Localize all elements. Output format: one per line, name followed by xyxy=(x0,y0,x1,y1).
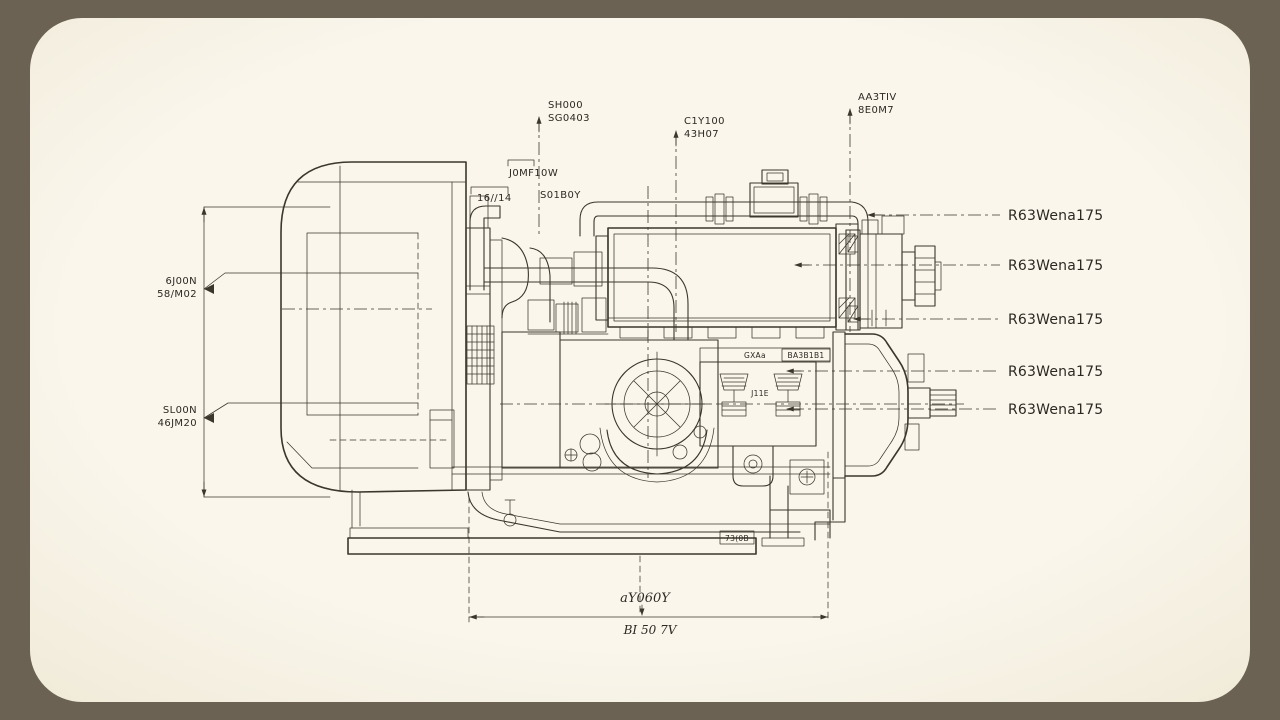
part-labels: GXAa BA3B1B1 J11E 73(0B xyxy=(725,348,831,543)
pipe-callouts: J0MF10W 16//14 S01B0Y xyxy=(470,159,581,204)
engine-drawing xyxy=(280,161,964,555)
part-label-plate: BA3B1B1 xyxy=(788,351,825,360)
callout-c-line1: AA3TIV xyxy=(858,92,897,103)
adapter-plate xyxy=(465,195,503,491)
right-callout-1-label: R63Wena175 xyxy=(1008,208,1103,224)
starter-cylinder xyxy=(845,215,942,331)
right-callout-5: R63Wena175 xyxy=(786,402,1103,418)
part-label-base: 73(0B xyxy=(725,534,749,543)
callout-b: C1Y100 43H07 xyxy=(673,116,725,332)
callout-c: AA3TIV 8E0M7 xyxy=(847,92,897,332)
left-dim-1-line2: 58/M02 xyxy=(157,289,197,300)
part-label-gxa: GXAa xyxy=(744,351,766,360)
left-dim-2-line1: SL00N xyxy=(163,405,197,416)
valve-assembly xyxy=(749,169,799,218)
dimension-bottom: aY060Y BI 50 7V xyxy=(468,451,829,637)
right-callouts: R63Wena175 R63Wena175 R63Wena175 R63Wena… xyxy=(786,208,1103,418)
left-dim-2-line2: 46JM20 xyxy=(158,418,197,429)
centerlines xyxy=(500,186,964,478)
injector-left xyxy=(719,373,749,417)
base-id-plate xyxy=(719,530,755,545)
dimension-left: 6J00N 58/M02 SL00N 46JM20 xyxy=(157,206,419,498)
pipe-body-label: S01B0Y xyxy=(540,190,581,201)
top-callouts: SH000 SG0403 C1Y100 43H07 AA3TIV 8E0M7 J… xyxy=(470,92,897,332)
left-dim-1-line1: 6J00N xyxy=(165,276,197,287)
part-label-j1e: J11E xyxy=(750,389,769,398)
bottom-dim-lower: BI 50 7V xyxy=(623,623,678,637)
callout-a-line1: SH000 xyxy=(548,100,583,111)
right-callout-5-label: R63Wena175 xyxy=(1008,402,1103,418)
callout-a-line2: SG0403 xyxy=(548,113,590,124)
paper-sheet xyxy=(30,18,1250,702)
right-callout-1: R63Wena175 xyxy=(867,208,1103,224)
manifold-feet xyxy=(619,326,825,339)
right-callout-2: R63Wena175 xyxy=(794,258,1103,274)
bottom-dim-upper: aY060Y xyxy=(620,591,671,606)
callout-c-line2: 8E0M7 xyxy=(858,105,894,116)
pipe-inlet-label: 16//14 xyxy=(477,193,512,204)
right-callout-4-label: R63Wena175 xyxy=(1008,364,1103,380)
right-callout-2-label: R63Wena175 xyxy=(1008,258,1103,274)
right-callout-3: R63Wena175 xyxy=(853,312,1103,328)
callout-b-line2: 43H07 xyxy=(684,129,719,140)
callout-b-line1: C1Y100 xyxy=(684,116,725,127)
right-callout-3-label: R63Wena175 xyxy=(1008,312,1103,328)
right-callout-4: R63Wena175 xyxy=(786,364,1103,380)
cooler-fins xyxy=(466,325,495,385)
callout-a: SH000 SG0403 xyxy=(536,100,590,236)
gear-housing xyxy=(761,331,957,547)
pipe-flow-label: J0MF10W xyxy=(508,168,558,179)
